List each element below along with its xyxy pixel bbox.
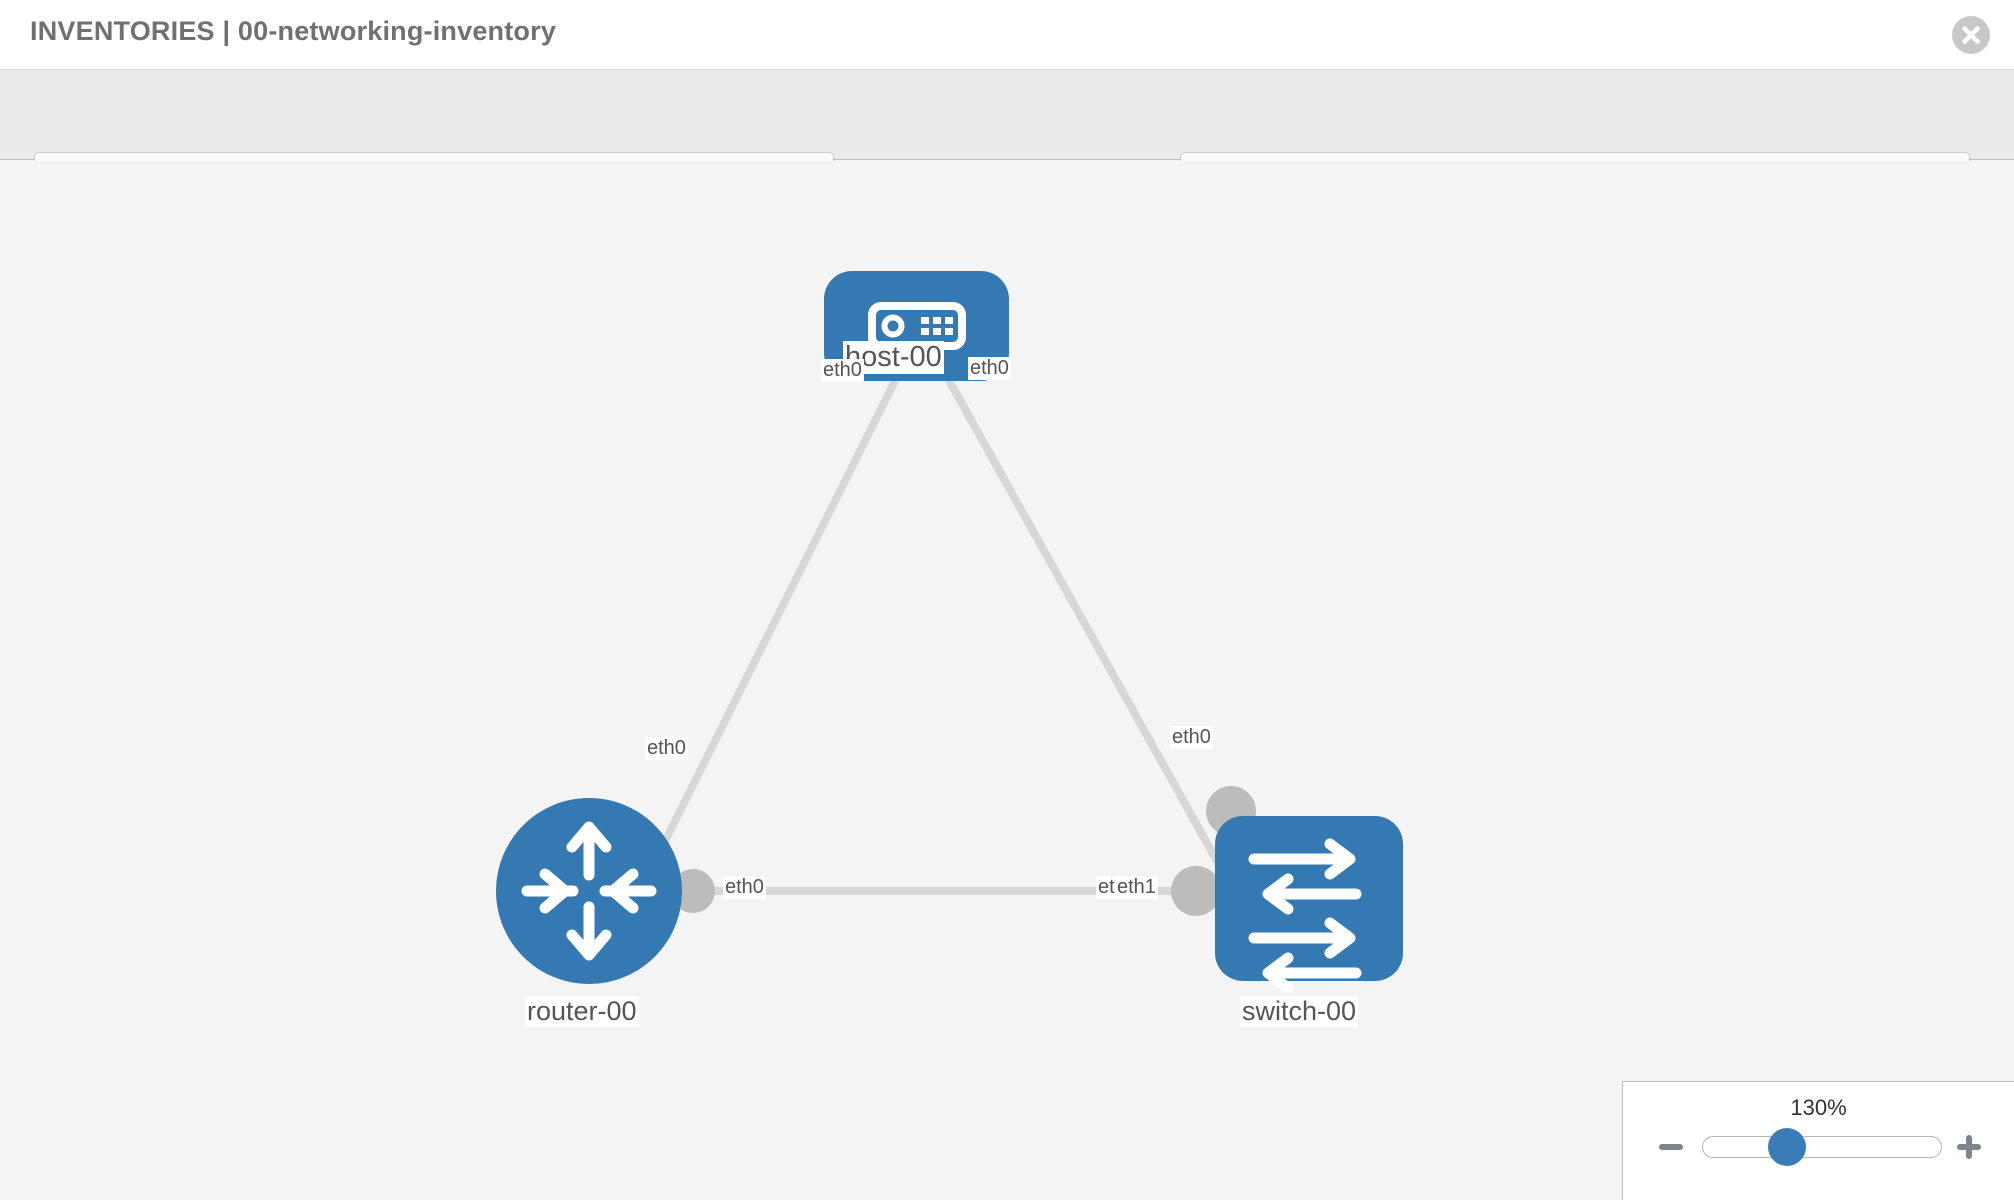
zoom-level-label: 130%	[1790, 1095, 1847, 1120]
link-host-switch[interactable]	[942, 373, 1231, 881]
iface-label-switch-left-eth1: eth1	[1115, 876, 1158, 899]
page-header: INVENTORIES | 00-networking-inventory	[0, 0, 2014, 70]
server-icon	[868, 302, 966, 350]
iface-label-host-right-eth0: eth0	[968, 357, 1011, 380]
router-icon	[521, 821, 657, 961]
minus-icon	[1659, 1144, 1683, 1150]
topology-canvas[interactable]: host-00 router-00 switch-00 eth0 eth0 et…	[0, 161, 2014, 1200]
node-switch-00[interactable]	[1215, 816, 1403, 994]
connector-router-right[interactable]	[671, 869, 715, 913]
close-icon-glyph	[1961, 25, 1981, 45]
zoom-in-button[interactable]	[1954, 1132, 1984, 1162]
zoom-slider-thumb[interactable]	[1768, 1128, 1806, 1166]
topology-links	[642, 373, 1231, 895]
iface-label-router-right-eth0: eth0	[723, 876, 766, 899]
zoom-control-panel: 130%	[1622, 1081, 2014, 1200]
node-label-host-00: host-00	[843, 341, 944, 374]
topology-graph	[496, 271, 1403, 994]
toolbar: ACTIONS SEARCH	[0, 70, 2014, 204]
node-label-router-00: router-00	[525, 996, 639, 1027]
iface-label-router-up-eth0: eth0	[645, 737, 688, 760]
node-label-switch-00: switch-00	[1240, 996, 1359, 1027]
plus-icon	[1957, 1135, 1981, 1159]
zoom-slider-track[interactable]	[1702, 1136, 1942, 1158]
switch-icon	[1248, 838, 1362, 994]
zoom-out-button[interactable]	[1656, 1132, 1686, 1162]
close-icon[interactable]	[1952, 16, 1990, 54]
iface-label-switch-up-eth0: eth0	[1170, 726, 1213, 749]
connector-switch-left[interactable]	[1171, 866, 1221, 916]
link-host-router[interactable]	[642, 373, 902, 881]
page-title: INVENTORIES | 00-networking-inventory	[30, 16, 557, 46]
iface-label-host-left-eth0: eth0	[821, 359, 864, 382]
node-router-00[interactable]	[496, 798, 682, 984]
